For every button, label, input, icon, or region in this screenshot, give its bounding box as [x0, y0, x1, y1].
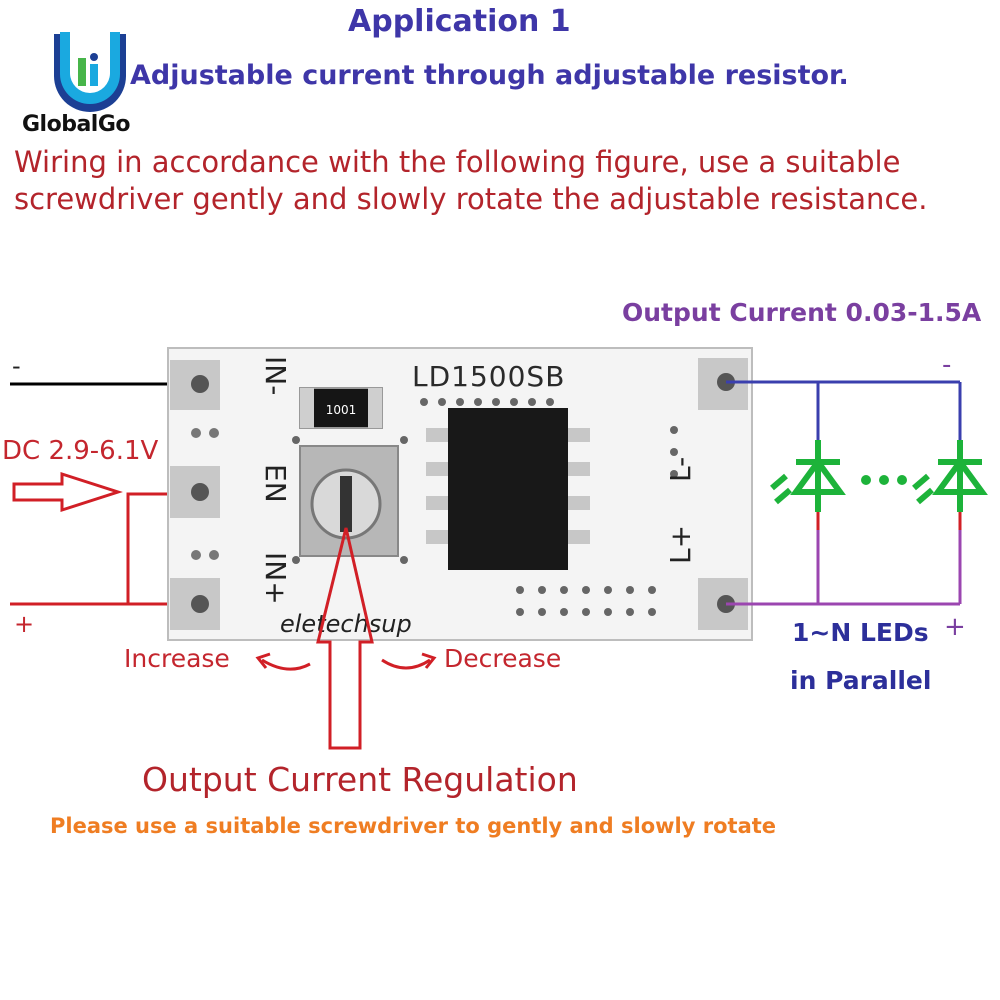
leds-label-line2: in Parallel	[790, 666, 932, 695]
led-n-icon	[912, 440, 988, 512]
board-model: LD1500SB	[412, 360, 565, 393]
decrease-arrow-icon	[381, 658, 431, 670]
increase-arrow-icon	[261, 658, 311, 671]
pcb-board: 1001 LD1500SB eletechsup IN-	[167, 347, 753, 641]
resistor-code: 1001	[326, 403, 357, 417]
globalgo-logo-icon	[54, 32, 126, 112]
output-minus-label: -	[942, 350, 952, 380]
regulation-label: Output Current Regulation	[142, 760, 578, 799]
page-title: Application 1	[348, 4, 571, 39]
led-1-icon	[770, 440, 846, 512]
input-plus-label: +	[14, 610, 35, 638]
led-ellipsis-icon	[861, 475, 907, 485]
page-subtitle: Adjustable current through adjustable re…	[130, 60, 849, 91]
screwdriver-hint: Please use a suitable screwdriver to gen…	[50, 814, 777, 838]
input-arrow-icon	[12, 471, 123, 513]
regulation-arrow-icon	[316, 527, 374, 750]
decrease-label: Decrease	[444, 644, 562, 673]
input-voltage-label: DC 2.9-6.1V	[2, 436, 159, 466]
pin-label-l-minus: L-	[664, 457, 697, 482]
increase-label: Increase	[124, 644, 230, 673]
pin-label-in-plus: IN+	[259, 552, 292, 605]
input-minus-label: -	[12, 352, 21, 380]
ic-chip	[448, 408, 568, 570]
pin-label-en: EN	[259, 464, 292, 503]
leds-label-line1: 1~N LEDs	[792, 618, 929, 647]
pin-label-in-minus: IN-	[259, 356, 292, 395]
output-current-label: Output Current 0.03-1.5A	[622, 298, 982, 327]
output-plus-label: +	[944, 612, 966, 642]
description-text: Wiring in accordance with the following …	[14, 145, 928, 216]
brand-name: GlobalGo	[22, 112, 131, 137]
board-maker: eletechsup	[280, 610, 412, 638]
pin-label-l-plus: L+	[664, 525, 697, 564]
